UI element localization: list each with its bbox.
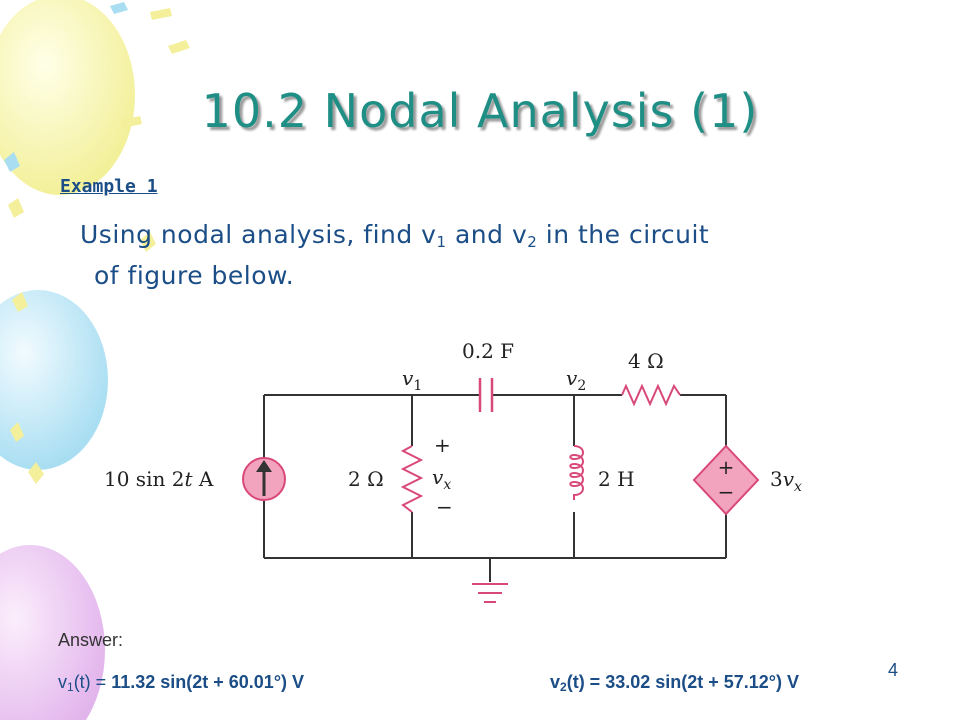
confetti-shapes bbox=[8, 8, 190, 484]
inductor-2h bbox=[569, 445, 584, 500]
problem-statement: Using nodal analysis, find v1 and v2 in … bbox=[80, 218, 900, 293]
answer-v1: v1(t) = 11.32 sin(2t + 60.01°) V bbox=[58, 672, 304, 694]
resistor-4-ohm bbox=[621, 383, 681, 407]
answer-label: Answer: bbox=[58, 630, 124, 650]
prompt-text-2: and v bbox=[446, 220, 528, 249]
inductor-label: 2 H bbox=[598, 467, 635, 491]
answer-v2: v2(t) = 33.02 sin(2t + 57.12°) V bbox=[550, 672, 799, 694]
circuit-wires bbox=[263, 394, 727, 582]
blue-balloon bbox=[0, 290, 108, 470]
v2-var: v bbox=[550, 672, 561, 692]
capacitor bbox=[478, 378, 494, 412]
yellow-balloon bbox=[0, 0, 135, 195]
v1-expression: 11.32 sin(2t + 60.01°) V bbox=[111, 672, 305, 692]
node-v1-label: v1 bbox=[402, 366, 422, 394]
dependent-voltage-source: + − bbox=[692, 444, 760, 516]
prompt-text-3: in the circuit bbox=[537, 220, 710, 249]
current-source bbox=[242, 457, 286, 501]
prompt-text-1: Using nodal analysis, find v bbox=[80, 220, 437, 249]
vx-minus: − bbox=[436, 495, 453, 519]
vx-label: vx bbox=[432, 465, 451, 493]
slide-title: 10.2 Nodal Analysis (1) bbox=[201, 84, 759, 138]
confetti-shapes-blue bbox=[4, 2, 128, 172]
dep-source-label: 3vx bbox=[770, 467, 802, 495]
v2-expression: 33.02 sin(2t + 57.12°) V bbox=[605, 672, 800, 692]
example-label: Example 1 bbox=[60, 176, 158, 197]
v1-var: v bbox=[58, 672, 67, 692]
resistor-2-label: 2 Ω bbox=[348, 467, 384, 491]
node-v2-label: v2 bbox=[566, 366, 586, 394]
v1-sub: 1 bbox=[67, 680, 74, 694]
v1-arg: (t) = bbox=[73, 672, 112, 692]
resistor-4-label: 4 Ω bbox=[628, 349, 664, 373]
slide-number: 4 bbox=[888, 660, 899, 680]
prompt-sub-2: 2 bbox=[527, 233, 538, 251]
arrow-up-icon bbox=[256, 460, 272, 472]
prompt-text-4: of figure below. bbox=[94, 261, 295, 290]
prompt-sub-1: 1 bbox=[436, 233, 447, 251]
ground-symbol bbox=[472, 583, 508, 603]
capacitor-label: 0.2 F bbox=[462, 339, 514, 363]
dep-source-plus: + bbox=[718, 455, 735, 479]
dep-source-minus: − bbox=[718, 480, 735, 504]
pink-balloon bbox=[0, 545, 105, 720]
v2-arg: (t) = bbox=[566, 672, 606, 692]
v2-sub: 2 bbox=[560, 680, 567, 694]
resistor-2-ohm bbox=[400, 445, 424, 513]
vx-plus: + bbox=[434, 433, 451, 457]
source-label: 10 sin 2t A bbox=[104, 467, 214, 491]
